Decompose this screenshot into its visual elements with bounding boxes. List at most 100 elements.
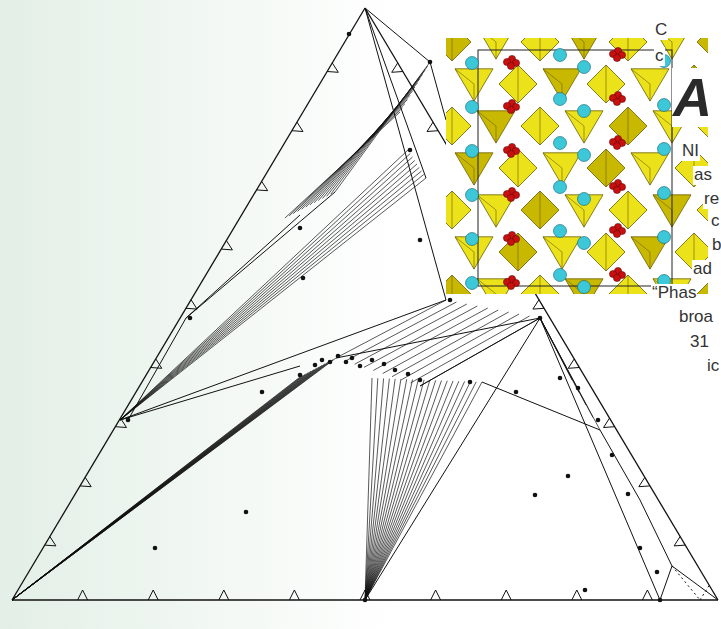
polyhedron-edge xyxy=(628,191,629,229)
tie-line xyxy=(345,302,456,361)
oxygen-atom xyxy=(507,194,514,201)
tie-line xyxy=(191,300,197,309)
polyhedron xyxy=(697,191,708,229)
tie-line xyxy=(364,306,477,367)
tie-line xyxy=(153,590,158,600)
polyhedron-edge xyxy=(540,107,541,145)
cation-sphere xyxy=(578,193,591,206)
tie-line xyxy=(365,380,436,600)
tie-line xyxy=(219,590,224,600)
composition-dot xyxy=(406,372,411,377)
composition-dot xyxy=(344,360,349,365)
cation-sphere xyxy=(578,149,591,162)
oxygen-atom xyxy=(507,282,514,289)
unit-cell xyxy=(478,50,672,286)
polyhedron xyxy=(609,275,647,294)
composition-dot xyxy=(260,390,265,395)
oxygen-atom xyxy=(507,106,514,113)
tie-line xyxy=(120,171,422,420)
tie-line xyxy=(427,122,433,131)
text-fragment: A xyxy=(672,68,713,127)
polyhedron-edge xyxy=(653,111,672,143)
text-fragment: NI xyxy=(681,142,700,161)
tie-line xyxy=(12,358,336,600)
text-fragment: broa xyxy=(678,308,714,327)
tie-line xyxy=(568,359,574,368)
tie-line xyxy=(332,63,338,72)
composition-dot xyxy=(363,598,368,603)
polyhedron xyxy=(499,149,537,187)
composition-dot xyxy=(298,226,303,231)
composition-dot xyxy=(382,362,387,367)
composition-dot xyxy=(655,570,660,575)
text-fragment: “Phas xyxy=(651,284,697,303)
cation-sphere xyxy=(466,189,479,202)
tie-line xyxy=(365,380,430,600)
tie-line xyxy=(660,566,672,600)
tie-line xyxy=(430,62,446,120)
composition-dot xyxy=(301,276,306,281)
cation-sphere xyxy=(554,269,567,282)
tie-line xyxy=(289,590,294,600)
oxygen-atom xyxy=(507,238,514,245)
tie-line xyxy=(257,189,268,191)
tie-line xyxy=(335,62,430,192)
tie-line xyxy=(674,545,685,547)
polyhedron xyxy=(446,107,471,145)
crystal-structure xyxy=(446,38,708,294)
tie-line xyxy=(436,590,441,600)
polyhedron-edge xyxy=(477,38,496,59)
tie-line xyxy=(540,318,660,600)
composition-dot xyxy=(347,32,352,37)
tie-line xyxy=(365,381,459,600)
cation-sphere xyxy=(554,225,567,238)
oxygen-atom xyxy=(613,54,620,61)
oxygen-atom xyxy=(507,150,514,157)
polyhedron-edge xyxy=(452,275,453,294)
tie-line xyxy=(120,366,300,420)
composition-dot xyxy=(583,588,588,593)
oxygen-atom xyxy=(613,142,620,149)
text-fragment: C xyxy=(654,21,668,40)
tie-line xyxy=(115,426,126,428)
polyhedron xyxy=(455,69,493,101)
cation-sphere xyxy=(578,281,591,294)
polyhedron xyxy=(499,233,537,271)
tie-line xyxy=(373,308,487,370)
tie-line xyxy=(533,308,544,310)
composition-dot xyxy=(313,363,318,368)
polyhedron-edge xyxy=(477,195,496,227)
cation-sphere xyxy=(658,99,671,112)
tie-line xyxy=(604,418,610,427)
tie-line xyxy=(365,381,453,600)
composition-dot xyxy=(468,380,473,385)
composition-dots xyxy=(126,32,663,603)
polyhedron-edge xyxy=(452,107,453,145)
polyhedron-edge xyxy=(631,153,650,185)
tie-line xyxy=(392,312,509,377)
tie-line xyxy=(120,178,426,420)
tie-line xyxy=(120,154,410,421)
cation-sphere xyxy=(466,101,479,114)
polyhedron-edge xyxy=(606,65,607,103)
polyhedron-edge xyxy=(452,38,453,61)
tie-line xyxy=(262,181,268,190)
tie-line xyxy=(365,381,441,600)
cation-sphere xyxy=(578,105,591,118)
composition-dot xyxy=(393,368,398,373)
tie-line xyxy=(639,485,650,487)
tie-line xyxy=(120,300,446,420)
oxygen-atom xyxy=(613,274,620,281)
cation-sphere xyxy=(466,57,479,70)
composition-dot xyxy=(428,60,433,65)
composition-dot xyxy=(244,510,249,515)
tie-line xyxy=(120,175,424,421)
polyhedron xyxy=(587,65,625,103)
tie-line xyxy=(226,241,232,250)
tie-line xyxy=(501,590,506,600)
cation-sphere xyxy=(554,181,567,194)
tie-line xyxy=(292,130,303,132)
tie-line xyxy=(533,300,539,309)
composition-dot xyxy=(566,474,571,479)
